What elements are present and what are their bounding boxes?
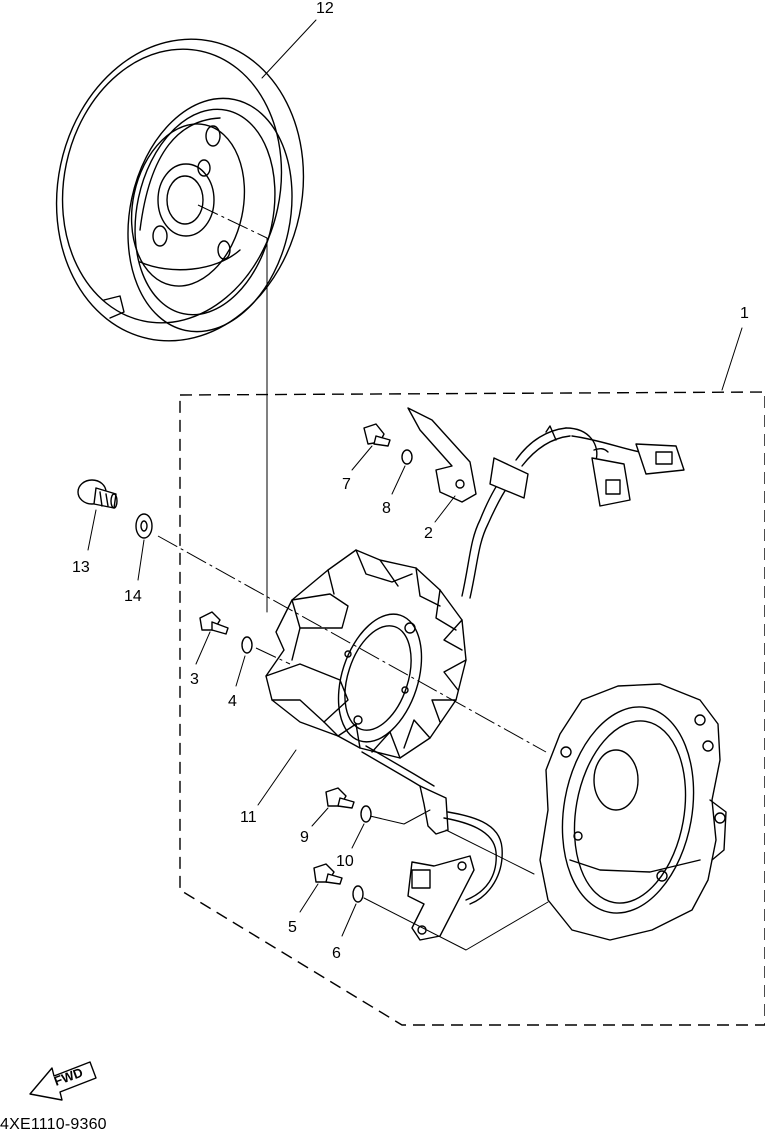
pointer-10 (351, 823, 365, 849)
callout-13: 13 (72, 559, 90, 576)
pointer-7 (351, 445, 373, 471)
wiring-harness (461, 425, 685, 599)
washer-8 (401, 449, 413, 465)
callout-3: 3 (190, 671, 199, 688)
pointer-4 (235, 655, 246, 687)
crankcase-cover (539, 683, 727, 941)
callout-8: 8 (382, 500, 391, 517)
pointer-6 (341, 903, 357, 937)
pointer-11 (257, 749, 297, 806)
reference-line-6 (363, 897, 549, 951)
callout-5: 5 (288, 919, 297, 936)
pointer-3 (195, 631, 211, 665)
bolt-3 (199, 611, 229, 635)
callout-9: 9 (300, 829, 309, 846)
stator-assembly (265, 549, 467, 759)
callout-14: 14 (124, 588, 142, 605)
leader-line-washer-14 (157, 535, 547, 753)
reference-line-10 (369, 809, 431, 825)
wire-bracket (407, 407, 477, 503)
callout-11: 11 (240, 809, 257, 826)
washer-14 (135, 513, 153, 539)
bolt-9 (325, 787, 355, 809)
diagram-code: 4XE1110-9360 (0, 1116, 107, 1133)
pointer-13 (87, 509, 97, 551)
washer-6 (352, 885, 364, 903)
pointer-2 (434, 495, 456, 523)
pointer-5 (299, 883, 319, 913)
bolt-13 (77, 479, 118, 509)
pointer-1 (721, 327, 743, 391)
washer-10 (360, 805, 372, 823)
leader-line-washer-4 (255, 647, 291, 665)
pointer-9 (311, 807, 329, 827)
bolt-5 (313, 863, 343, 885)
callout-12: 12 (316, 0, 334, 17)
bolt-7 (363, 423, 391, 447)
callout-4: 4 (228, 693, 237, 710)
rotor-flywheel (55, 38, 305, 342)
pointer-12 (261, 19, 317, 79)
callout-6: 6 (332, 945, 341, 962)
callout-7: 7 (342, 476, 351, 493)
assembly-boundary (179, 391, 765, 1026)
reference-line-cover (445, 829, 535, 875)
pickup-coil (361, 745, 503, 941)
callout-2: 2 (424, 525, 433, 542)
forward-direction-arrow: FWD (29, 1061, 97, 1101)
leader-line-rotor (197, 204, 268, 239)
callout-10: 10 (336, 853, 354, 870)
callout-1: 1 (740, 305, 749, 322)
pointer-14 (137, 539, 145, 581)
pointer-8 (391, 465, 406, 495)
washer-4 (241, 636, 253, 654)
